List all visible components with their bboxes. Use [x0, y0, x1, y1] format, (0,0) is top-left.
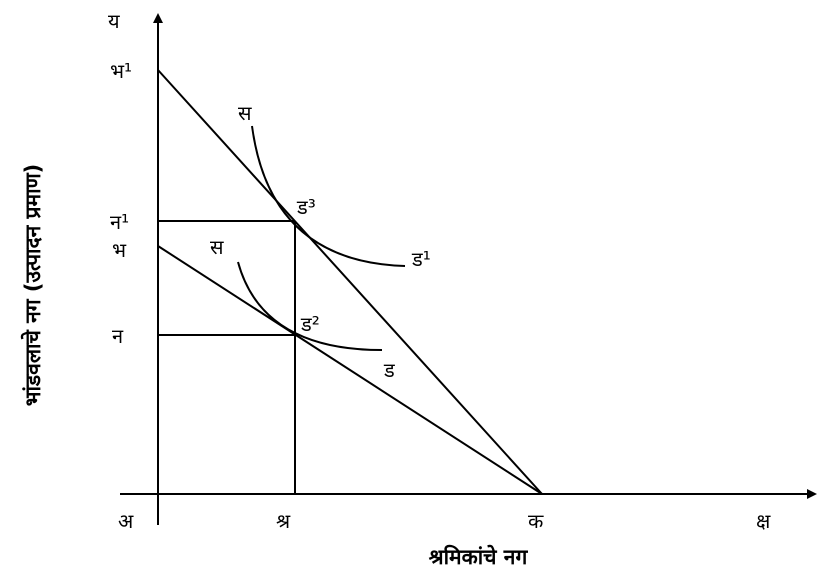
budget-line-lower	[157, 245, 543, 495]
label-curve-d-end: ड	[383, 358, 395, 382]
label-x-axis-end: क्ष	[756, 509, 771, 533]
budget-line-upper	[157, 69, 543, 495]
label-curve-s-lower: स	[210, 235, 224, 259]
label-curve-s-upper: स	[238, 101, 252, 125]
axis-title-x: श्रमिकांचे नग	[429, 544, 529, 569]
label-x-k: क	[528, 509, 544, 533]
label-y-bh1: भ¹	[110, 59, 132, 83]
indifference-curve-upper	[251, 125, 406, 267]
label-x-shram: श्र	[276, 509, 291, 533]
label-y-axis: य	[108, 9, 120, 33]
label-y-bh: भ	[112, 238, 127, 262]
label-point-d3: ड³	[296, 195, 316, 219]
label-curve-d1-end: ड¹	[411, 247, 431, 271]
indifference-curve-lower	[237, 261, 383, 351]
label-y-n: न	[112, 324, 124, 348]
label-point-d2: ड²	[300, 312, 320, 336]
label-origin: अ	[118, 509, 134, 533]
label-y-n1: न¹	[110, 210, 129, 234]
axis-title-y: भांडवलाचे नग (उत्पादन प्रमाण)	[20, 164, 45, 407]
